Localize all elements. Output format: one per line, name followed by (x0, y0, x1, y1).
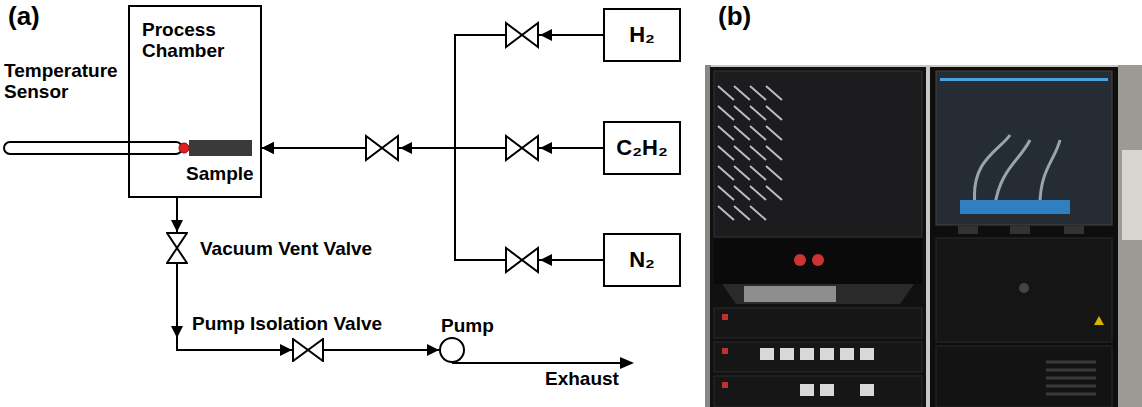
panel-letter: (a) (8, 2, 40, 31)
lab-background (705, 65, 1142, 407)
gas-source-box: H₂ (603, 8, 681, 62)
valve-outline (292, 338, 324, 362)
indicator-light (812, 254, 824, 266)
panel-displays (760, 348, 874, 396)
keyboard (744, 286, 836, 302)
glovebox-window (936, 71, 1112, 225)
equipment-photo (705, 65, 1142, 407)
exhaust-line (452, 362, 622, 364)
gas-valve-symbol (506, 248, 538, 272)
sample-label: Sample (186, 163, 254, 184)
door-handle (1064, 226, 1084, 234)
pump-symbol: Pump (439, 337, 465, 363)
lab-background (1122, 150, 1142, 240)
node-title: Process Chamber (142, 19, 242, 62)
isolation-valve: Pump Isolation Valve (292, 338, 324, 362)
gas-label: N₂ (629, 248, 655, 273)
flow-arrowhead (540, 254, 552, 266)
valve-outline (166, 232, 188, 264)
panel-marks (722, 314, 728, 388)
temperature-probe (4, 142, 182, 154)
pump-label: Pump (441, 315, 494, 336)
flow-arrowhead (540, 29, 552, 41)
monitor (714, 71, 922, 237)
valve-label: Vacuum Vent Valve (200, 238, 372, 259)
gas-valve-symbol (506, 136, 538, 160)
flow-arrowhead (400, 142, 412, 154)
flow-line (262, 35, 603, 148)
left-cabinet (710, 67, 926, 407)
keyboard-tray (722, 284, 914, 304)
flow-line (176, 198, 178, 232)
warning-sign (1094, 316, 1104, 325)
flow-arrowhead (540, 142, 552, 154)
door-handle (958, 226, 978, 234)
cabinet-base (936, 346, 1112, 407)
door-knob (1019, 283, 1029, 293)
panel-letter: (b) (718, 2, 751, 31)
control-panel (714, 308, 922, 338)
gas-label: C₂H₂ (616, 136, 667, 161)
sample-bar (189, 140, 252, 156)
chamber-tubing (974, 135, 1060, 205)
vent-grille (1046, 362, 1096, 394)
valve-outline (293, 339, 323, 361)
stage-plate (960, 200, 1070, 214)
control-panel (714, 238, 922, 284)
cabinet-door (936, 238, 1112, 342)
sensor-tip (179, 143, 189, 153)
gas-label: H₂ (629, 23, 655, 48)
sensor-label: Temperature Sensor (4, 60, 126, 103)
lab-background (1118, 65, 1142, 407)
control-panel (714, 376, 922, 407)
screen-pattern (718, 86, 782, 220)
flow-line (177, 264, 292, 350)
exhaust-arrowhead (620, 357, 634, 369)
flow-arrowhead (171, 326, 183, 338)
process-chamber: Process ChamberSample (128, 5, 262, 198)
control-panel (714, 342, 922, 372)
valve-label: Pump Isolation Valve (192, 313, 382, 334)
right-cabinet (930, 67, 1118, 407)
gas-source-box: C₂H₂ (603, 121, 681, 175)
window-light (940, 78, 1108, 81)
gas-valve-symbol (506, 23, 538, 47)
flow-line (324, 349, 439, 351)
door-handle (1010, 226, 1030, 234)
main-valve-symbol (366, 136, 398, 160)
indicator-light (794, 254, 806, 266)
vent-valve: Vacuum Vent Valve (166, 232, 188, 264)
gas-source-box: N₂ (603, 233, 681, 287)
valve-outline (167, 233, 187, 263)
exhaust-label: Exhaust (545, 368, 619, 389)
